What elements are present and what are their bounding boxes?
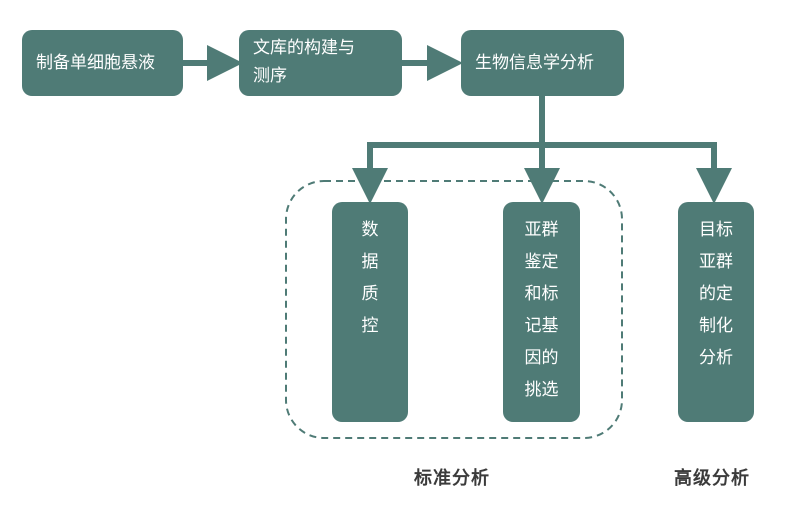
custom-analysis-box: 目标 亚群 的定 制化 分析: [678, 202, 754, 422]
standard-analysis-group-border: [285, 180, 623, 439]
subgroup-text-line: 因的: [524, 348, 559, 368]
library-sequencing-box: 文库的构建与 测序: [239, 30, 402, 96]
custom-analysis-text-line: 目标: [699, 220, 733, 240]
subgroup-text-line: 挑选: [524, 380, 559, 400]
bioinformatics-text: 生物信息学分析: [475, 52, 594, 73]
library-text-line-1: 文库的构建与: [253, 38, 355, 58]
data-qc-char: 质: [361, 284, 379, 304]
bioinformatics-box: 生物信息学分析: [461, 30, 624, 96]
prepare-suspension-text: 制备单细胞悬液: [36, 52, 155, 73]
custom-analysis-text-line: 分析: [699, 348, 733, 368]
data-qc-char: 据: [361, 252, 379, 272]
data-qc-char: 控: [361, 316, 379, 336]
subgroup-text-line: 和标: [524, 284, 559, 304]
custom-analysis-text-line: 的定: [699, 284, 733, 304]
advanced-analysis-label: 高级分析: [674, 468, 750, 489]
subgroup-text-line: 记基: [524, 316, 559, 336]
custom-analysis-text-line: 制化: [699, 316, 733, 336]
data-qc-char: 数: [361, 220, 379, 240]
custom-analysis-text-line: 亚群: [699, 252, 733, 272]
data-qc-box: 数 据 质 控: [332, 202, 408, 422]
subgroup-marker-box: 亚群 鉴定 和标 记基 因的 挑选: [503, 202, 580, 422]
library-text-line-2: 测序: [253, 66, 287, 86]
subgroup-text-line: 亚群: [524, 220, 559, 240]
standard-analysis-label: 标准分析: [414, 468, 490, 489]
prepare-suspension-box: 制备单细胞悬液: [22, 30, 183, 96]
subgroup-text-line: 鉴定: [524, 252, 559, 272]
